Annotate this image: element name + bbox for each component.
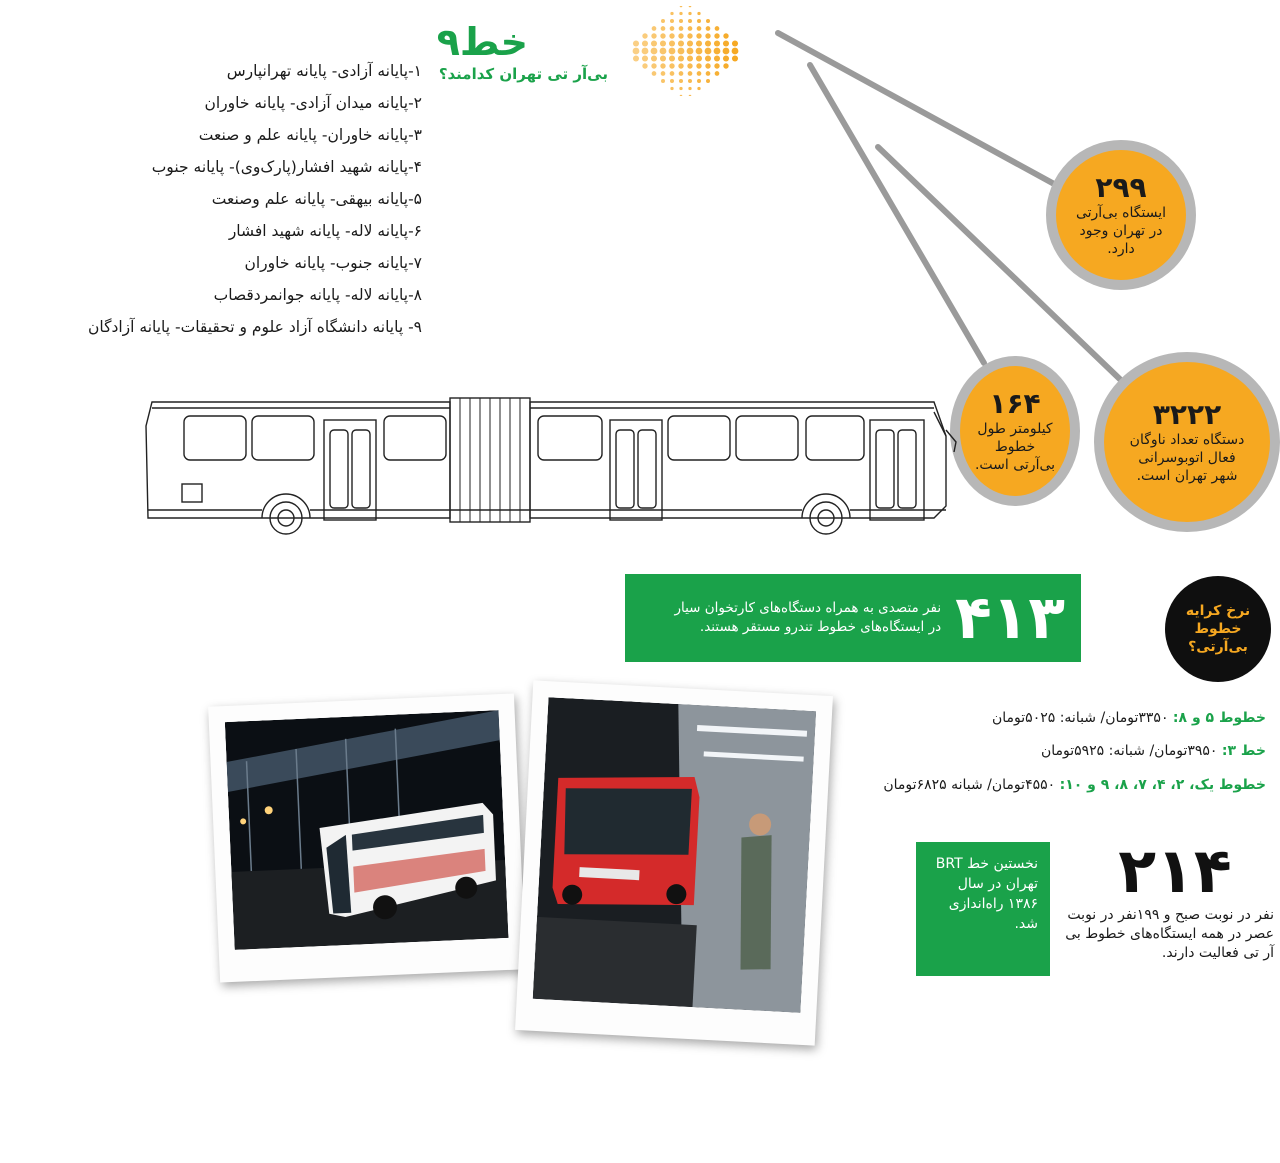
- list-item: ۵-پایانه بیهقی- پایانه علم وصنعت: [211, 190, 422, 208]
- length-stat-text: کیلومتر طول خطوط بی‌آرتی است.: [974, 421, 1056, 473]
- staff-stat-value: ۲۱۴: [1118, 834, 1232, 907]
- buses-stat-value: ۳۲۲۲: [1152, 398, 1222, 431]
- brt-first-line-box: نخستین خط BRT تهران در سال ۱۳۸۶ راه‌اندا…: [916, 842, 1050, 976]
- fare-row: خطوط ۵ و ۸: ۳۳۵۰تومان/ شبانه: ۵۰۲۵تومان: [836, 706, 1266, 730]
- card-staff-text: نفر متصدی به همراه دستگاه‌های کارتخوان س…: [674, 600, 942, 635]
- fare-price: ۴۵۵۰تومان/ شبانه ۶۸۲۵تومان: [883, 777, 1060, 793]
- buses-stat-text: دستگاه تعداد ناوگان فعال اتوبوسرانی شهر …: [1129, 432, 1245, 484]
- fare-row: خط ۳: ۳۹۵۰تومان/ شبانه: ۵۹۲۵تومان: [836, 739, 1266, 763]
- dotted-arrow-icon: [632, 6, 739, 96]
- fare-question-badge: نرخ کرایه خطوط بی‌آرتی؟: [1165, 576, 1271, 682]
- staff-stat-text: نفر در نوبت صبح و ۱۹۹نفر در نوبت عصر در …: [1065, 907, 1274, 961]
- card-staff-banner: ۴۱۳ نفر متصدی به همراه دستگاه‌های کارتخو…: [625, 574, 1081, 662]
- stations-stat-text: ایستگاه بی‌آرتی در تهران وجود دارد.: [1075, 205, 1167, 257]
- connector-lines: [775, 30, 1129, 385]
- articulated-bus-illustration: [145, 397, 957, 535]
- list-item: ۲-پایانه میدان آزادی- پایانه خاوران: [204, 94, 422, 112]
- page-title: ۹خط: [436, 20, 528, 64]
- fare-lines: خط ۳:: [1221, 743, 1266, 759]
- buses-stat-circle: ۳۲۲۲ دستگاه تعداد ناوگان فعال اتوبوسرانی…: [1094, 352, 1280, 532]
- photo-image: [532, 697, 817, 1013]
- brt-lines-list: ۱-پایانه آزادی- پایانه تهرانپارس ۲-پایان…: [0, 55, 422, 343]
- stations-stat-circle: ۲۹۹ ایستگاه بی‌آرتی در تهران وجود دارد.: [1046, 140, 1196, 290]
- list-item: ۹- پایانه دانشگاه آزاد علوم و تحقیقات- پ…: [87, 318, 422, 336]
- length-stat-circle: ۱۶۴ کیلومتر طول خطوط بی‌آرتی است.: [950, 356, 1080, 506]
- list-item: ۱-پایانه آزادی- پایانه تهرانپارس: [226, 62, 422, 80]
- list-item: ۴-پایانه شهید افشار(پارک‌وی)- پایانه جنو…: [151, 158, 422, 176]
- fare-price: ۳۹۵۰تومان/ شبانه: ۵۹۲۵تومان: [1040, 743, 1222, 759]
- fare-row: خطوط یک، ۲، ۴، ۷، ۸، ۹ و ۱۰: ۴۵۵۰تومان/ …: [836, 773, 1266, 797]
- list-item: ۳-پایانه خاوران- پایانه علم و صنعت: [198, 126, 422, 144]
- length-stat-value: ۱۶۴: [989, 387, 1041, 420]
- page-subtitle: بی‌آر تی تهران کدامند؟: [438, 65, 608, 83]
- fare-price: ۳۳۵۰تومان/ شبانه: ۵۰۲۵تومان: [991, 710, 1173, 726]
- list-item: ۶-پایانه لاله- پایانه شهید افشار: [228, 222, 422, 240]
- fare-lines: خطوط ۵ و ۸:: [1172, 710, 1266, 726]
- photo-night-terminal-bus: [208, 693, 526, 983]
- photo-red-bus-station: [515, 680, 833, 1046]
- photo-image: [224, 710, 509, 950]
- list-item: ۸-پایانه لاله- پایانه جوانمردقصاب: [213, 286, 422, 304]
- list-item: ۷-پایانه جنوب- پایانه خاوران: [244, 254, 422, 272]
- stations-stat-value: ۲۹۹: [1095, 171, 1147, 204]
- card-staff-value: ۴۱۳: [955, 583, 1065, 653]
- fare-lines: خطوط یک، ۲، ۴، ۷، ۸، ۹ و ۱۰:: [1059, 777, 1266, 793]
